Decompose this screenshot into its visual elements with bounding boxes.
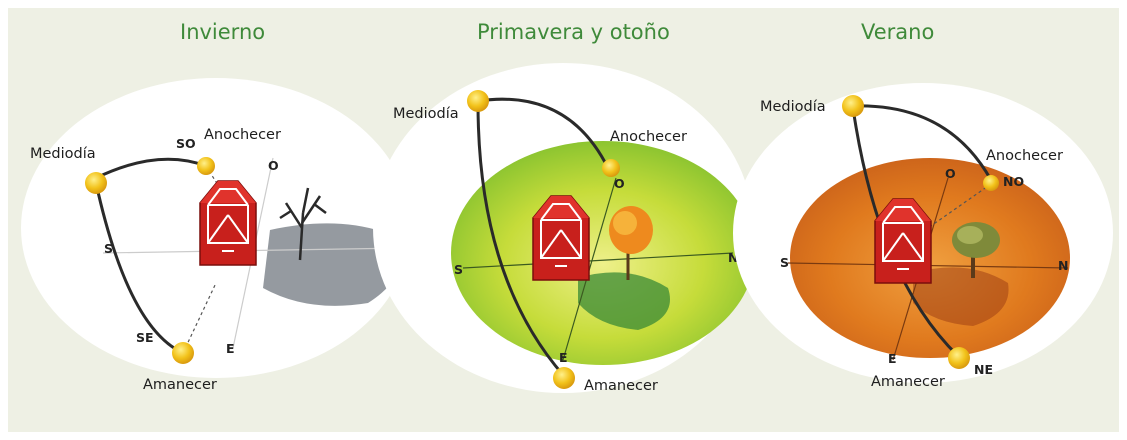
spring-sunrise-label: Amanecer [584, 378, 658, 394]
winter-sunset-label: Anochecer [204, 127, 281, 143]
winter-noon-sun-icon [85, 172, 107, 194]
spring-noon-sun-icon [467, 90, 489, 112]
winter-sunrise-label: Amanecer [143, 377, 217, 393]
winter-dir-so: SO [176, 136, 196, 151]
leafy-tree-icon [952, 222, 1000, 278]
winter-dir-o: O [268, 158, 279, 173]
panel-summer: Mediodía Anochecer Amanecer S O N E NO N… [733, 83, 1113, 390]
summer-barn [874, 198, 932, 284]
spring-dir-o: O [614, 176, 625, 191]
spring-dir-s: S [454, 262, 463, 277]
winter-sunrise-sun-icon [172, 342, 194, 364]
spring-sunset-sun-icon [602, 159, 620, 177]
summer-noon-label: Mediodía [760, 99, 826, 115]
summer-shadow [913, 267, 1009, 326]
spring-noon-label: Mediodía [393, 106, 459, 122]
winter-sun-path [94, 182, 184, 355]
summer-noon-sun-icon [842, 95, 864, 117]
autumn-tree-icon [609, 206, 653, 280]
spring-sunset-label: Anochecer [610, 129, 687, 145]
winter-dir-se: SE [136, 330, 154, 345]
summer-dir-no: NO [1003, 174, 1024, 189]
spring-sun-path [476, 102, 566, 377]
winter-shadow [263, 223, 404, 306]
spring-sunrise-sun-icon [553, 367, 575, 389]
title-spring-autumn: Primavera y otoño [477, 20, 670, 44]
summer-sunrise-sun-icon [948, 347, 970, 369]
summer-dir-n: N [1058, 258, 1068, 273]
summer-dir-o: O [945, 166, 956, 181]
bare-tree-icon [279, 187, 327, 261]
summer-dir-s: S [780, 255, 789, 270]
spring-dir-e: E [559, 350, 568, 365]
seasons-diagram: Mediodía Anochecer Amanecer S O N E SO S… [21, 63, 1113, 394]
winter-dir-e: E [226, 341, 235, 356]
spring-dir-n: N [728, 250, 738, 265]
diagram-stage: Invierno Primavera y otoño Verano [8, 8, 1119, 432]
winter-dir-s: S [104, 241, 113, 256]
title-winter: Invierno [180, 20, 266, 44]
panel-winter: Mediodía Anochecer Amanecer S O N E SO S… [21, 78, 411, 393]
summer-dir-ne: NE [974, 362, 993, 377]
winter-noon-label: Mediodía [30, 146, 96, 162]
spring-barn [532, 195, 590, 281]
summer-sunrise-label: Amanecer [871, 374, 945, 390]
spring-ground-ellipse [451, 141, 755, 365]
panel-spring-autumn: Mediodía Anochecer Amanecer S O N E [373, 63, 755, 394]
title-summer: Verano [861, 20, 935, 44]
winter-sunset-sun-icon [197, 157, 215, 175]
spring-shadow [578, 272, 670, 330]
summer-dir-e: E [888, 351, 897, 366]
summer-sunset-label: Anochecer [986, 148, 1063, 164]
winter-barn [199, 180, 257, 266]
summer-sunset-sun-icon [983, 175, 999, 191]
